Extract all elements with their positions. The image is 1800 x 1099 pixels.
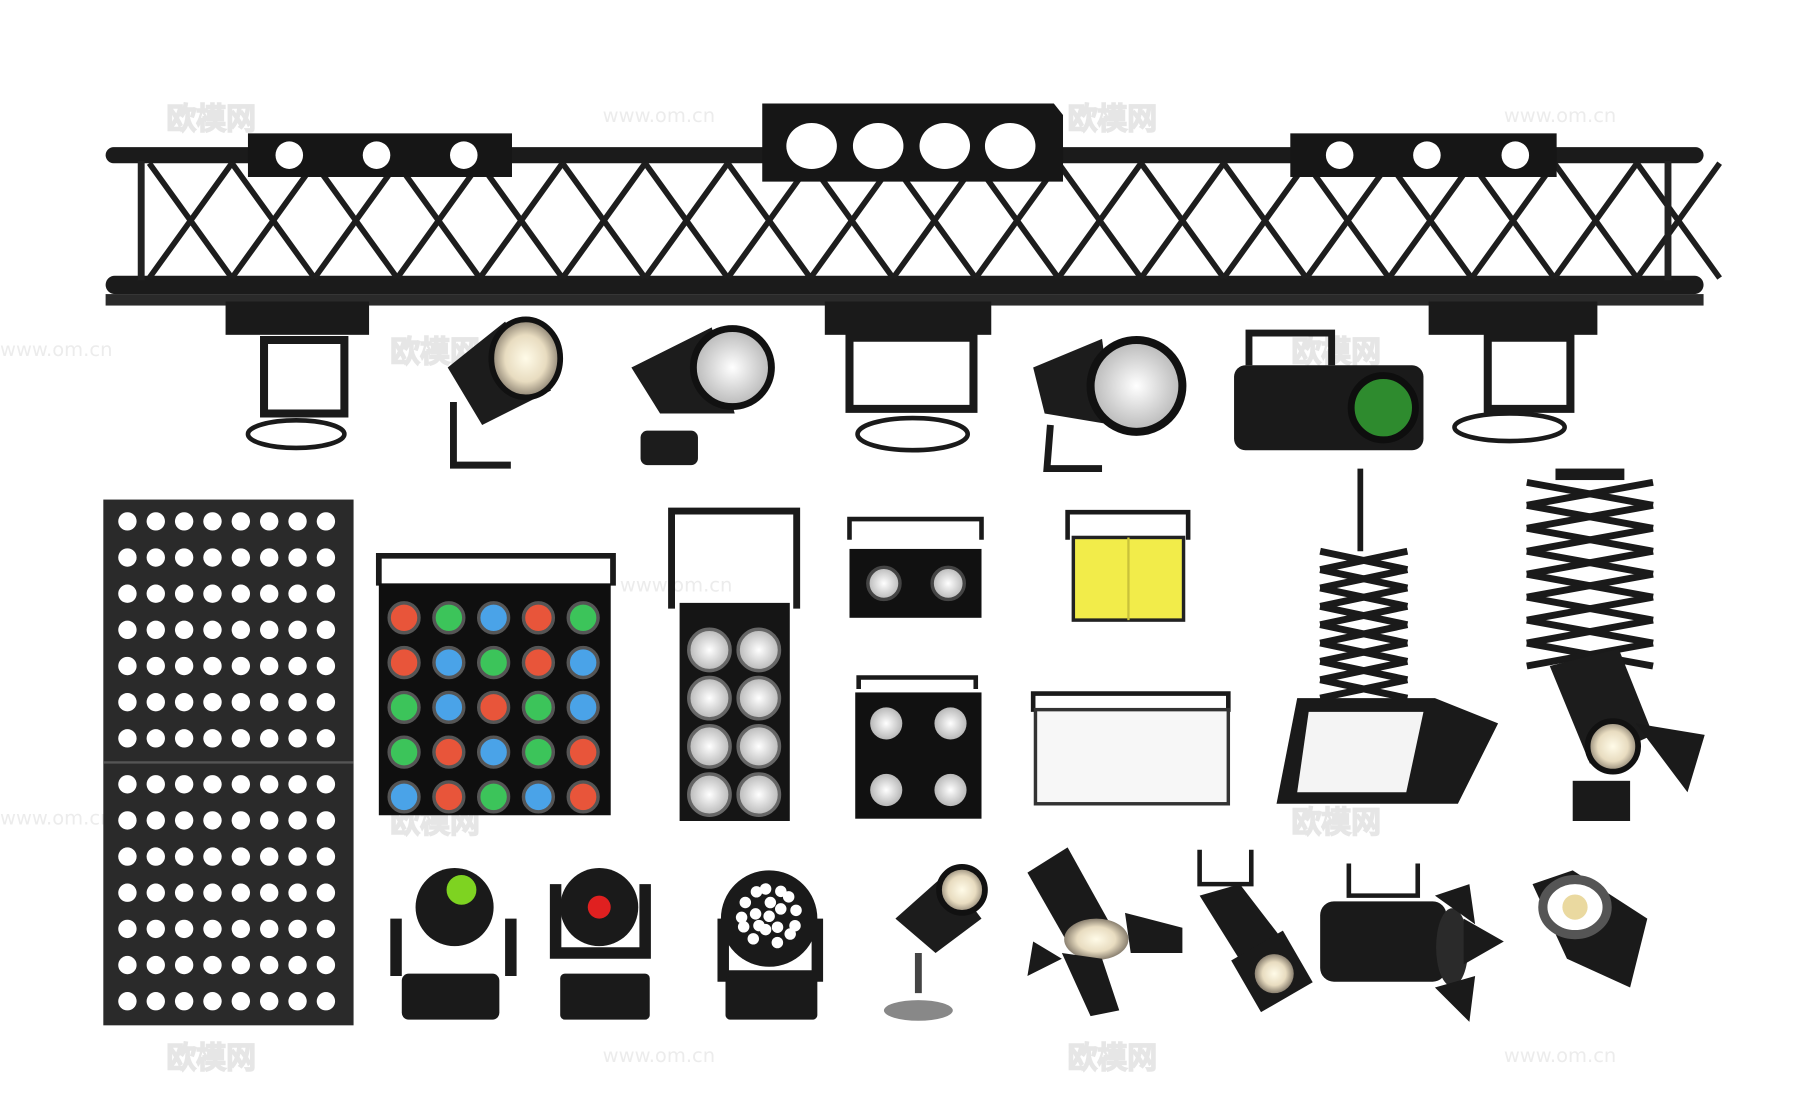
led-cell bbox=[566, 690, 600, 724]
blinder-cell bbox=[687, 675, 732, 721]
blinder-cell bbox=[687, 772, 732, 817]
eight-cell-blinder bbox=[668, 507, 801, 821]
pin-spot bbox=[883, 864, 988, 1021]
watermark-url: www.om.cn bbox=[0, 806, 112, 829]
truss bbox=[105, 103, 1722, 306]
watermark-logo: 欧模网 bbox=[166, 1041, 255, 1076]
led-cell bbox=[432, 690, 466, 724]
fresnel-barndoor-1 bbox=[1027, 847, 1183, 1017]
watermark-url: www.om.cn bbox=[1504, 104, 1616, 127]
led-cell bbox=[476, 601, 511, 635]
watermark-url: www.om.cn bbox=[603, 1044, 715, 1067]
watermark-url: www.om.cn bbox=[0, 338, 112, 361]
led-matrix-blinder bbox=[375, 552, 616, 816]
blinder-cell bbox=[687, 723, 732, 769]
led-cell bbox=[387, 735, 421, 769]
led-cell bbox=[387, 601, 421, 635]
cyc-light bbox=[1532, 870, 1648, 988]
watermark-logo: 欧模网 bbox=[1291, 805, 1380, 840]
four-cell-blinder bbox=[855, 675, 982, 819]
led-cell bbox=[432, 735, 466, 769]
fresnel-barndoor-2 bbox=[1320, 863, 1504, 1022]
led-cell bbox=[476, 645, 511, 680]
watermark-logo: 欧模网 bbox=[1068, 102, 1157, 137]
led-cell bbox=[476, 780, 511, 814]
pantograph-softlight bbox=[1276, 468, 1499, 804]
blinder-cell bbox=[687, 627, 732, 673]
truss-clamp-center bbox=[762, 103, 1064, 182]
led-cell bbox=[521, 601, 556, 635]
two-cell-blinder bbox=[847, 516, 984, 618]
watermark-logo: 欧模网 bbox=[166, 102, 255, 137]
led-cell bbox=[476, 690, 511, 724]
led-panel-white bbox=[1030, 691, 1231, 806]
led-cell bbox=[566, 645, 600, 680]
blinder-cell bbox=[736, 723, 782, 769]
blinder-cell bbox=[736, 772, 782, 817]
blinder-cell bbox=[736, 627, 782, 673]
ellipsoidal-spot-green bbox=[1234, 329, 1424, 451]
perforated-panel bbox=[103, 499, 354, 1026]
blinder-cell bbox=[736, 675, 782, 721]
flood-light-1 bbox=[631, 325, 775, 466]
led-cell bbox=[521, 735, 556, 769]
yoke-light-2 bbox=[824, 301, 992, 453]
led-cell bbox=[387, 690, 421, 724]
led-cell bbox=[432, 645, 466, 680]
led-cell bbox=[387, 780, 421, 814]
led-cell bbox=[521, 780, 556, 814]
led-cell bbox=[566, 735, 600, 769]
led-cell bbox=[566, 601, 600, 635]
watermark-url: www.om.cn bbox=[620, 573, 732, 596]
led-cell bbox=[387, 645, 421, 680]
watermark-url: www.om.cn bbox=[1504, 1044, 1616, 1067]
profile-spot-small bbox=[1197, 849, 1313, 1013]
led-cell bbox=[521, 690, 556, 724]
watermark-logo: 欧模网 bbox=[1291, 335, 1380, 370]
yoke-light-1 bbox=[225, 301, 370, 451]
truss-clamp-right bbox=[1290, 133, 1557, 177]
moving-head-red bbox=[549, 868, 651, 1020]
moving-head-wash bbox=[717, 870, 824, 1020]
flood-light-2 bbox=[1033, 335, 1187, 473]
led-cell bbox=[476, 735, 511, 769]
watermark-logo: 欧模网 bbox=[1068, 1041, 1157, 1076]
led-cell bbox=[432, 780, 466, 814]
led-cell bbox=[432, 601, 466, 635]
yoke-light-3 bbox=[1428, 301, 1598, 444]
led-cell bbox=[566, 780, 600, 814]
led-panel-yellow bbox=[1065, 509, 1191, 622]
par-can-light-1 bbox=[447, 316, 564, 469]
pantograph-fresnel bbox=[1526, 468, 1705, 821]
led-cell bbox=[521, 645, 556, 680]
moving-head-green bbox=[390, 868, 517, 1020]
truss-clamp-left bbox=[247, 133, 512, 177]
watermark-url: www.om.cn bbox=[603, 104, 715, 127]
